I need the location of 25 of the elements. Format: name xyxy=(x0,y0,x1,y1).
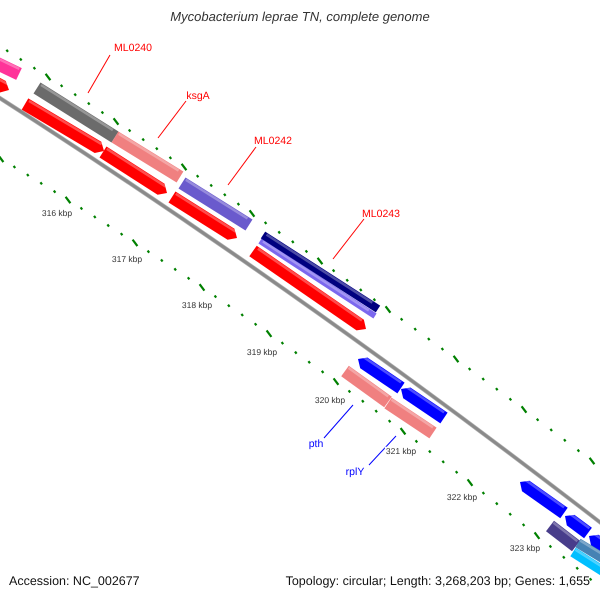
gene-label: ML0243 xyxy=(362,208,400,220)
title: Mycobacterium leprae TN, complete genome xyxy=(169,9,431,24)
tick-label: 318 kbp xyxy=(180,300,214,310)
tick-label: 319 kbp xyxy=(246,348,278,356)
tick-label: 323 kbp xyxy=(508,544,542,552)
gene-label: ksgA xyxy=(186,90,210,102)
gene-bar xyxy=(384,398,437,438)
tick-label: 322 kbp xyxy=(446,492,478,502)
gene-label: ML0240 xyxy=(114,42,152,54)
tick-label: 320 kbp xyxy=(314,396,346,404)
gene-bar xyxy=(178,178,252,230)
gene-bar xyxy=(112,132,184,182)
gene-label: ML0242 xyxy=(254,136,292,146)
leader-line xyxy=(332,218,364,260)
gene-bar xyxy=(260,232,380,312)
tick-label: 316 kbp xyxy=(40,208,74,218)
leader-line xyxy=(324,404,354,438)
accession-text: Accession: NC_002677 xyxy=(9,575,140,589)
genome-stats: Topology: circular; Length: 3,268,203 bp; Genes: 1,655 xyxy=(286,575,590,589)
gene-bar xyxy=(34,82,118,142)
tick-label: 317 kbp xyxy=(110,254,144,264)
gene-label: pth xyxy=(308,438,324,450)
leader-line xyxy=(368,436,396,466)
gene-label: rplY xyxy=(346,466,364,478)
tick-label: 321 kbp xyxy=(384,446,418,456)
